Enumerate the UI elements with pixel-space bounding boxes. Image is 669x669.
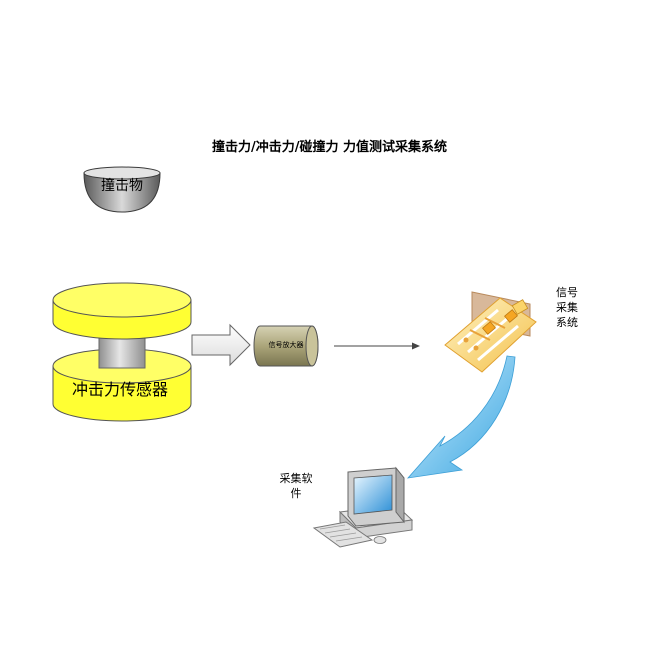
amplifier-to-acquisition-arrow — [334, 342, 420, 350]
diagram-title: 撞击力/冲击力/碰撞力 力值测试采集系统 — [212, 140, 448, 155]
software-label: 采集软 件 — [279, 472, 313, 500]
impactor-label: 撞击物 — [101, 178, 143, 194]
sensor-label: 冲击力传感器 — [72, 380, 169, 399]
computer-icon — [312, 466, 414, 548]
amplifier-label: 信号放大器 — [268, 341, 304, 349]
acquisition-to-software-arrow — [406, 355, 516, 479]
sensor-upper-cylinder — [52, 282, 192, 340]
sensor-to-amplifier-arrow — [191, 323, 251, 367]
acquisition-label: 信号 采集 系统 — [556, 286, 578, 329]
impactor-shape — [83, 166, 161, 213]
amplifier-shape — [253, 325, 319, 367]
acquisition-board-icon — [444, 291, 537, 373]
